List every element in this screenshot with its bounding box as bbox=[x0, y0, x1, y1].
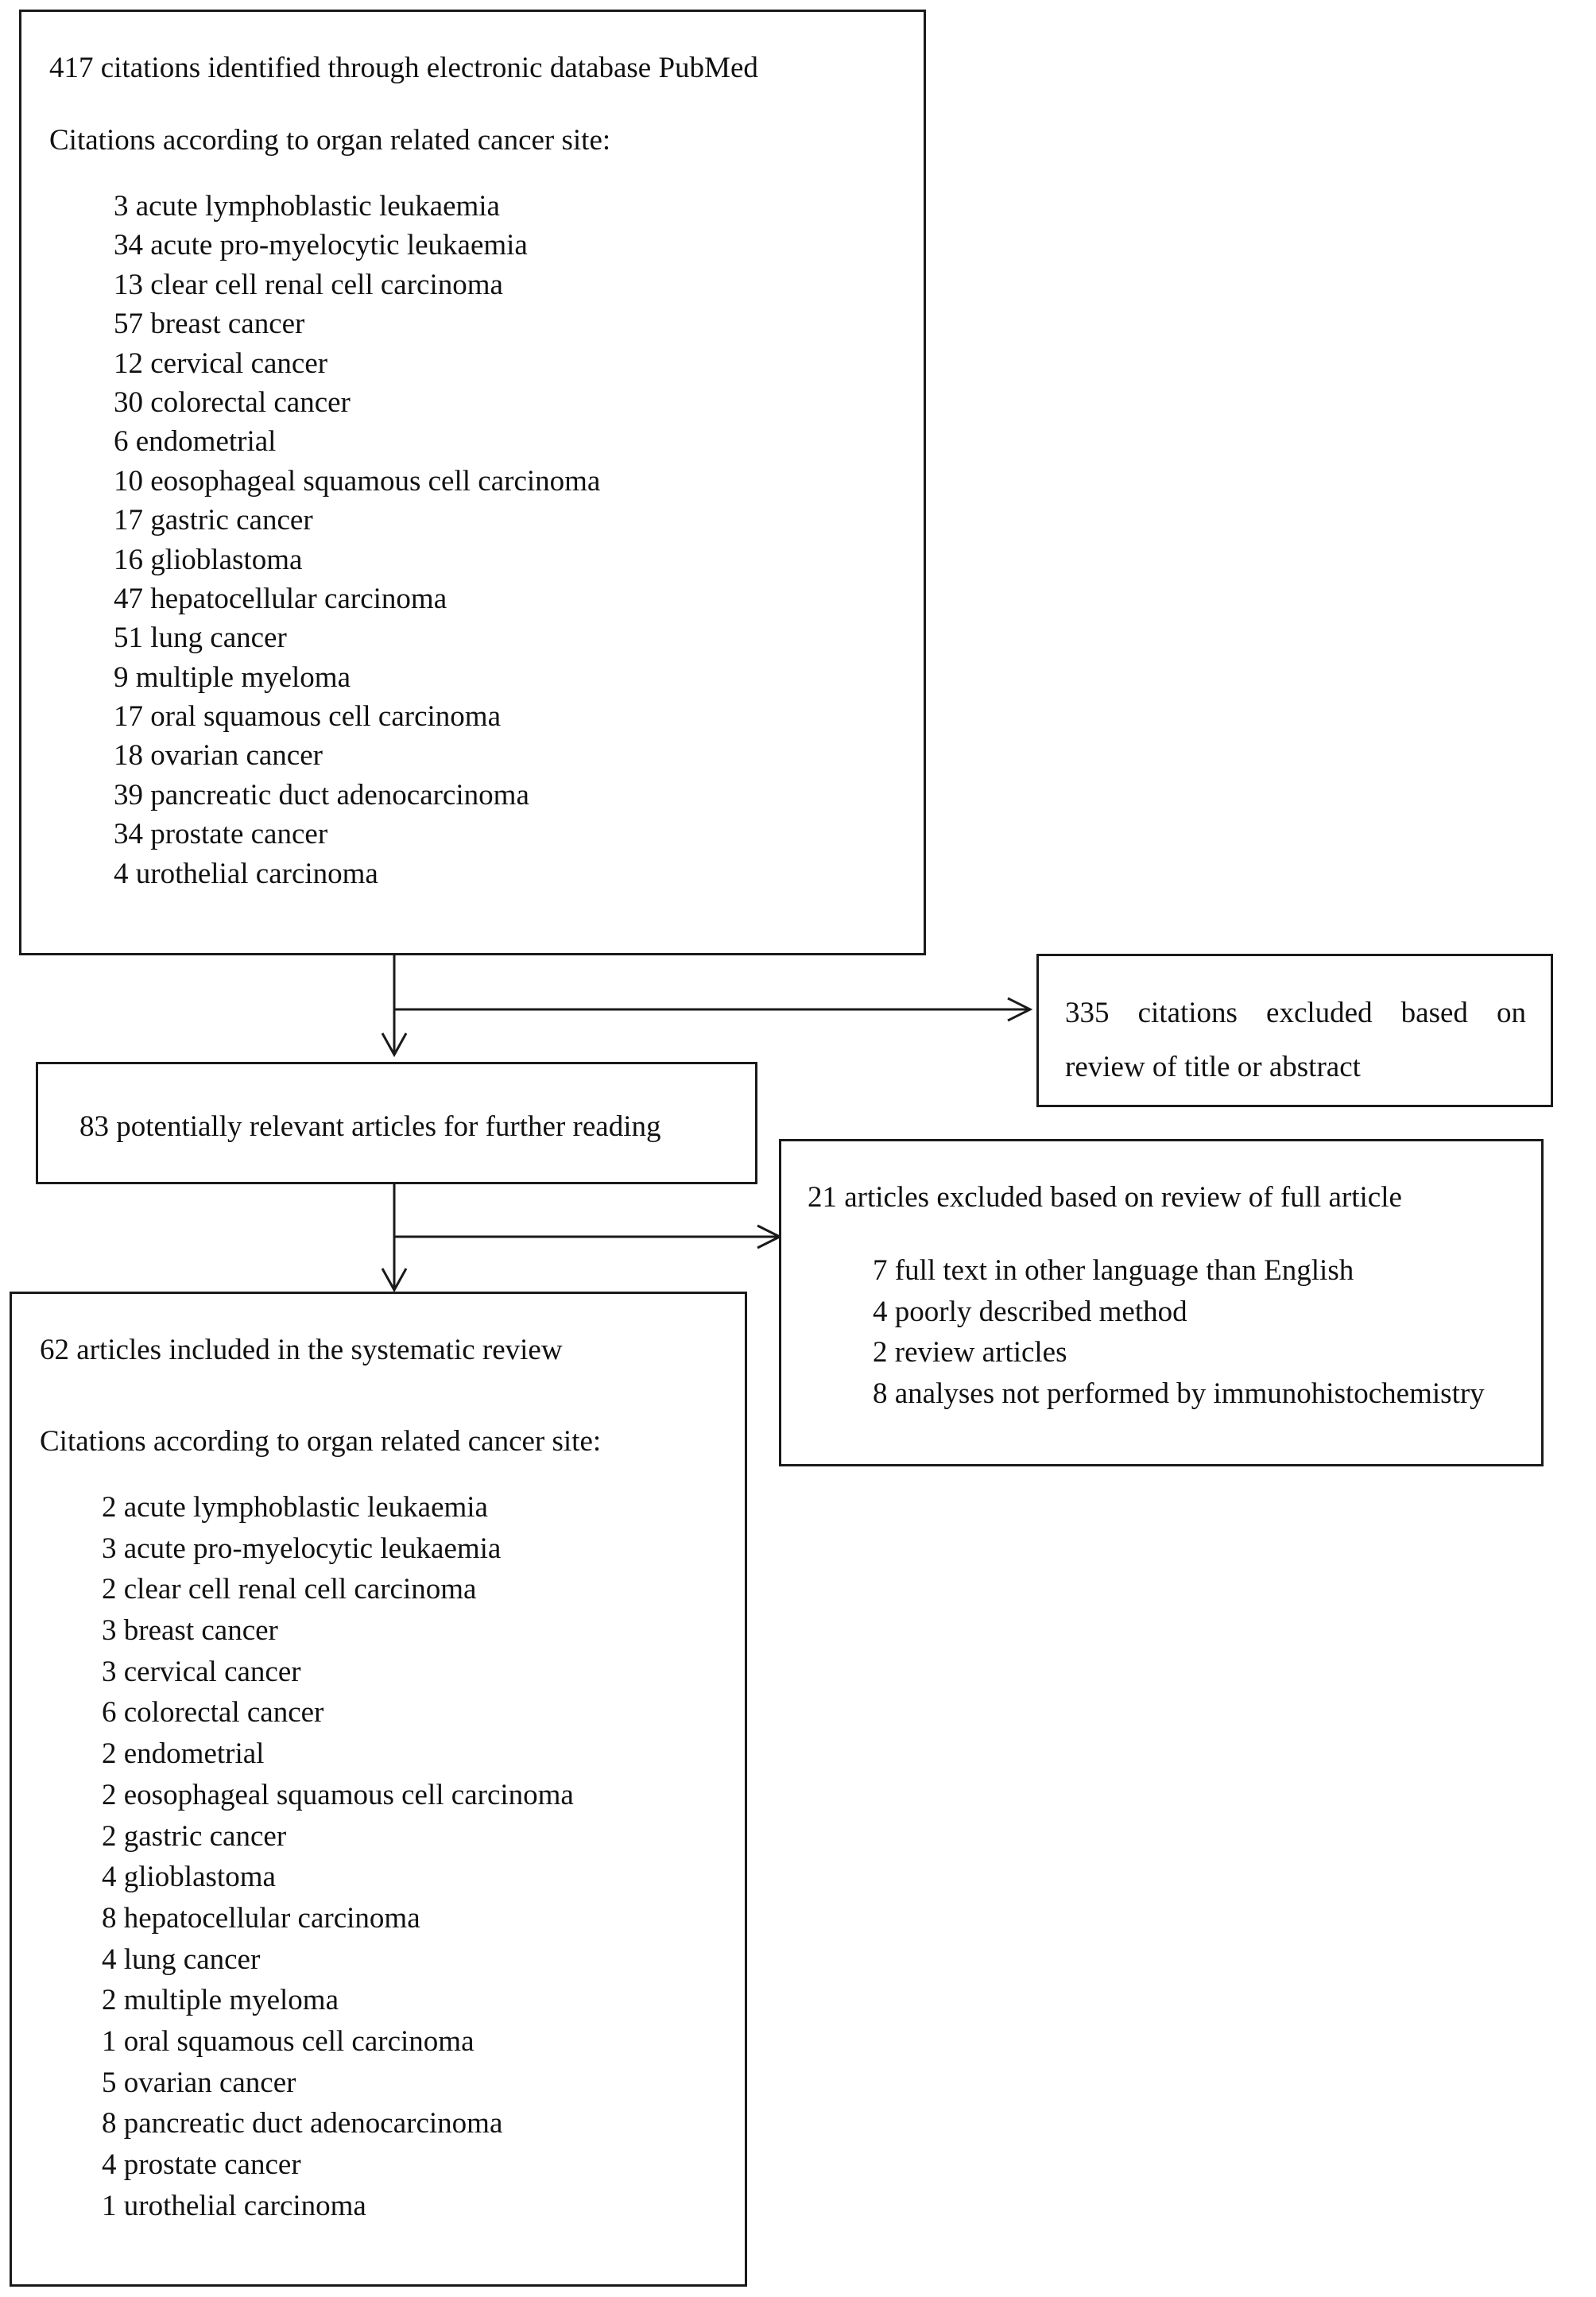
identification-site-item: 4 urothelial carcinoma bbox=[114, 857, 378, 890]
identification-site-item: 3 acute lymphoblastic leukaemia bbox=[114, 190, 500, 223]
identification-site-item: 9 multiple myeloma bbox=[114, 660, 351, 694]
identification-box: 417 citations identified through electro… bbox=[19, 10, 926, 955]
identification-site-item: 30 colorectal cancer bbox=[114, 385, 351, 419]
included-site-item: 8 hepatocellular carcinoma bbox=[102, 1901, 420, 1935]
identification-site-item: 57 breast cancer bbox=[114, 308, 305, 341]
included-site-list: 2 acute lymphoblastic leukaemia 3 acute p… bbox=[102, 1487, 574, 2226]
included-site-item: 8 pancreatic duct adenocarcinoma bbox=[102, 2107, 503, 2140]
included-site-item: 1 oral squamous cell carcinoma bbox=[102, 2024, 475, 2058]
included-site-item: 4 glioblastoma bbox=[102, 1861, 276, 1894]
included-site-item: 2 multiple myeloma bbox=[102, 1984, 339, 2017]
identification-site-item: 16 glioblastoma bbox=[114, 543, 303, 576]
included-site-item: 3 cervical cancer bbox=[102, 1655, 301, 1688]
excluded-title-abstract-line1: 335 citations excluded based on bbox=[1065, 997, 1526, 1029]
identification-site-item: 34 prostate cancer bbox=[114, 818, 328, 851]
excluded-title-abstract-box: 335 citations excluded based on review o… bbox=[1036, 954, 1553, 1107]
included-site-item: 2 eosophageal squamous cell carcinoma bbox=[102, 1778, 574, 1811]
included-site-item: 2 acute lymphoblastic leukaemia bbox=[102, 1491, 488, 1524]
identification-heading: 417 citations identified through electro… bbox=[49, 52, 758, 84]
included-site-item: 1 urothelial carcinoma bbox=[102, 2189, 366, 2222]
excluded-reason-item: 2 review articles bbox=[873, 1336, 1067, 1369]
identification-site-item: 6 endometrial bbox=[114, 425, 277, 459]
excluded-full-article-reasons: 7 full text in other language than Engli… bbox=[873, 1250, 1485, 1414]
included-site-item: 6 colorectal cancer bbox=[102, 1696, 324, 1730]
identification-site-item: 17 oral squamous cell carcinoma bbox=[114, 700, 501, 734]
included-site-item: 4 prostate cancer bbox=[102, 2148, 301, 2181]
arrowhead-down-included bbox=[381, 1268, 408, 1293]
identification-site-item: 34 acute pro-myelocytic leukaemia bbox=[114, 229, 528, 262]
included-site-item: 5 ovarian cancer bbox=[102, 2066, 296, 2099]
excluded-full-article-heading: 21 articles excluded based on review of … bbox=[808, 1181, 1402, 1214]
excluded-reason-item: 4 poorly described method bbox=[873, 1295, 1187, 1328]
excluded-reason-item: 7 full text in other language than Engli… bbox=[873, 1254, 1354, 1287]
identification-subheading: Citations according to organ related can… bbox=[49, 124, 611, 157]
screening-box: 83 potentially relevant articles for fur… bbox=[36, 1062, 757, 1184]
screening-text: 83 potentially relevant articles for fur… bbox=[79, 1110, 661, 1143]
included-subheading: Citations according to organ related can… bbox=[40, 1425, 602, 1458]
identification-site-item: 12 cervical cancer bbox=[114, 347, 328, 380]
excluded-title-abstract-line2: review of title or abstract bbox=[1065, 1051, 1361, 1083]
included-site-item: 2 endometrial bbox=[102, 1737, 265, 1771]
included-site-item: 2 gastric cancer bbox=[102, 1819, 287, 1853]
identification-site-item: 18 ovarian cancer bbox=[114, 739, 323, 773]
identification-site-item: 39 pancreatic duct adenocarcinoma bbox=[114, 778, 529, 812]
arrowhead-right-excluded-title bbox=[1007, 997, 1033, 1022]
identification-site-item: 51 lung cancer bbox=[114, 622, 287, 655]
identification-site-item: 10 eosophageal squamous cell carcinoma bbox=[114, 464, 601, 498]
identification-site-item: 17 gastric cancer bbox=[114, 504, 313, 537]
identification-site-item: 47 hepatocellular carcinoma bbox=[114, 582, 447, 615]
identification-site-list: 3 acute lymphoblastic leukaemia 34 acute … bbox=[114, 187, 600, 893]
arrowhead-down-screening bbox=[381, 1032, 408, 1058]
excluded-full-article-box: 21 articles excluded based on review of … bbox=[779, 1139, 1544, 1466]
included-site-item: 3 acute pro-myelocytic leukaemia bbox=[102, 1532, 502, 1565]
excluded-reason-item: 8 analyses not performed by immunohistoc… bbox=[873, 1377, 1485, 1410]
included-box: 62 articles included in the systematic r… bbox=[10, 1292, 747, 2287]
included-site-item: 4 lung cancer bbox=[102, 1943, 261, 1976]
included-heading: 62 articles included in the systematic r… bbox=[40, 1334, 563, 1366]
included-site-item: 3 breast cancer bbox=[102, 1614, 278, 1648]
included-site-item: 2 clear cell renal cell carcinoma bbox=[102, 1573, 477, 1606]
identification-site-item: 13 clear cell renal cell carcinoma bbox=[114, 268, 503, 301]
